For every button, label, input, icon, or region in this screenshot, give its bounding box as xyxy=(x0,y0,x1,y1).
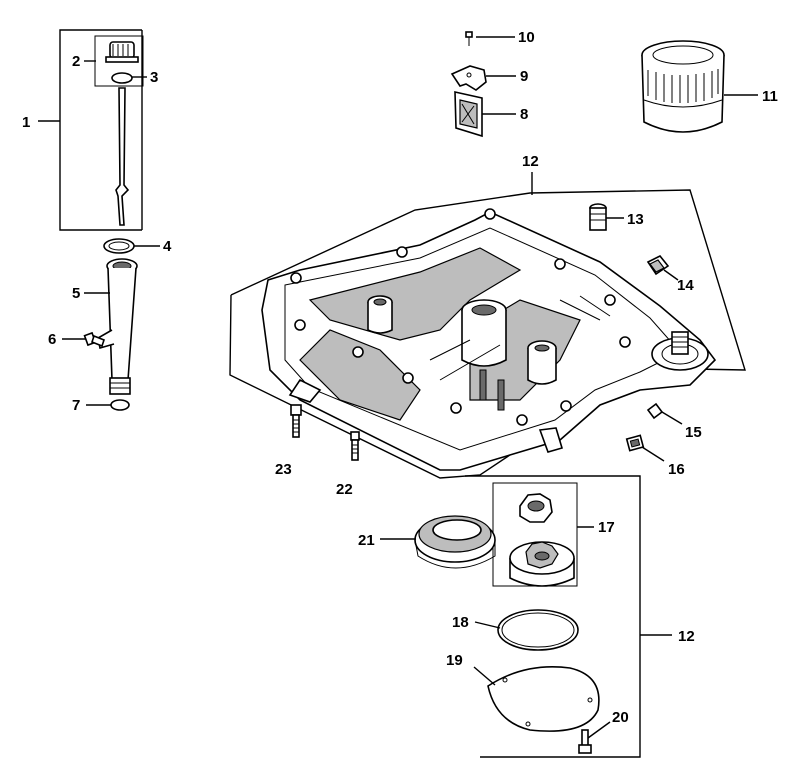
callout-21: 21 xyxy=(358,532,375,549)
callout-17: 17 xyxy=(598,519,615,536)
plug-14 xyxy=(646,254,670,276)
cover-plate-19 xyxy=(487,666,600,732)
callout-11: 11 xyxy=(762,88,778,105)
callout-16: 16 xyxy=(668,461,685,478)
callout-6: 6 xyxy=(48,331,56,348)
screw-10 xyxy=(465,31,473,46)
callout-labels: 1 2 3 4 5 6 7 8 9 10 11 12 12 13 14 15 1… xyxy=(22,29,778,726)
callout-10: 10 xyxy=(518,29,535,46)
screw-6 xyxy=(83,331,105,348)
o-ring-7 xyxy=(110,399,130,411)
o-ring-18 xyxy=(497,609,579,651)
callout-12-bottom: 12 xyxy=(678,628,695,645)
callout-23: 23 xyxy=(275,461,292,478)
callout-18: 18 xyxy=(452,614,469,631)
oil-pan-housing xyxy=(229,189,746,479)
callout-15: 15 xyxy=(685,424,702,441)
plate-8 xyxy=(454,90,483,138)
dipstick-assembly xyxy=(59,29,144,231)
callout-2: 2 xyxy=(72,53,80,70)
dipstick-tube xyxy=(97,258,138,395)
seal-21 xyxy=(414,515,496,569)
callout-3: 3 xyxy=(150,69,158,86)
bracket-9 xyxy=(450,65,487,91)
callout-4: 4 xyxy=(163,238,172,255)
plug-15 xyxy=(646,402,664,420)
pan-bolt-holes xyxy=(290,208,631,426)
callout-14: 14 xyxy=(677,277,694,294)
callout-9: 9 xyxy=(520,68,528,85)
oil-filter xyxy=(641,40,725,133)
fitting-13 xyxy=(589,203,607,231)
leader-lines xyxy=(38,36,758,739)
callout-7: 7 xyxy=(72,397,80,414)
screw-20 xyxy=(578,729,592,754)
callout-8: 8 xyxy=(520,106,528,123)
callout-1: 1 xyxy=(22,114,30,131)
callout-5: 5 xyxy=(72,285,80,302)
callout-19: 19 xyxy=(446,652,463,669)
rotor-gears-17 xyxy=(509,493,575,587)
callout-13: 13 xyxy=(627,211,644,228)
bolt-23 xyxy=(290,404,302,438)
callout-20: 20 xyxy=(612,709,629,726)
bolt-22 xyxy=(350,431,360,461)
callout-22: 22 xyxy=(336,481,353,498)
plug-16 xyxy=(625,434,645,452)
callout-12-top: 12 xyxy=(522,153,539,170)
